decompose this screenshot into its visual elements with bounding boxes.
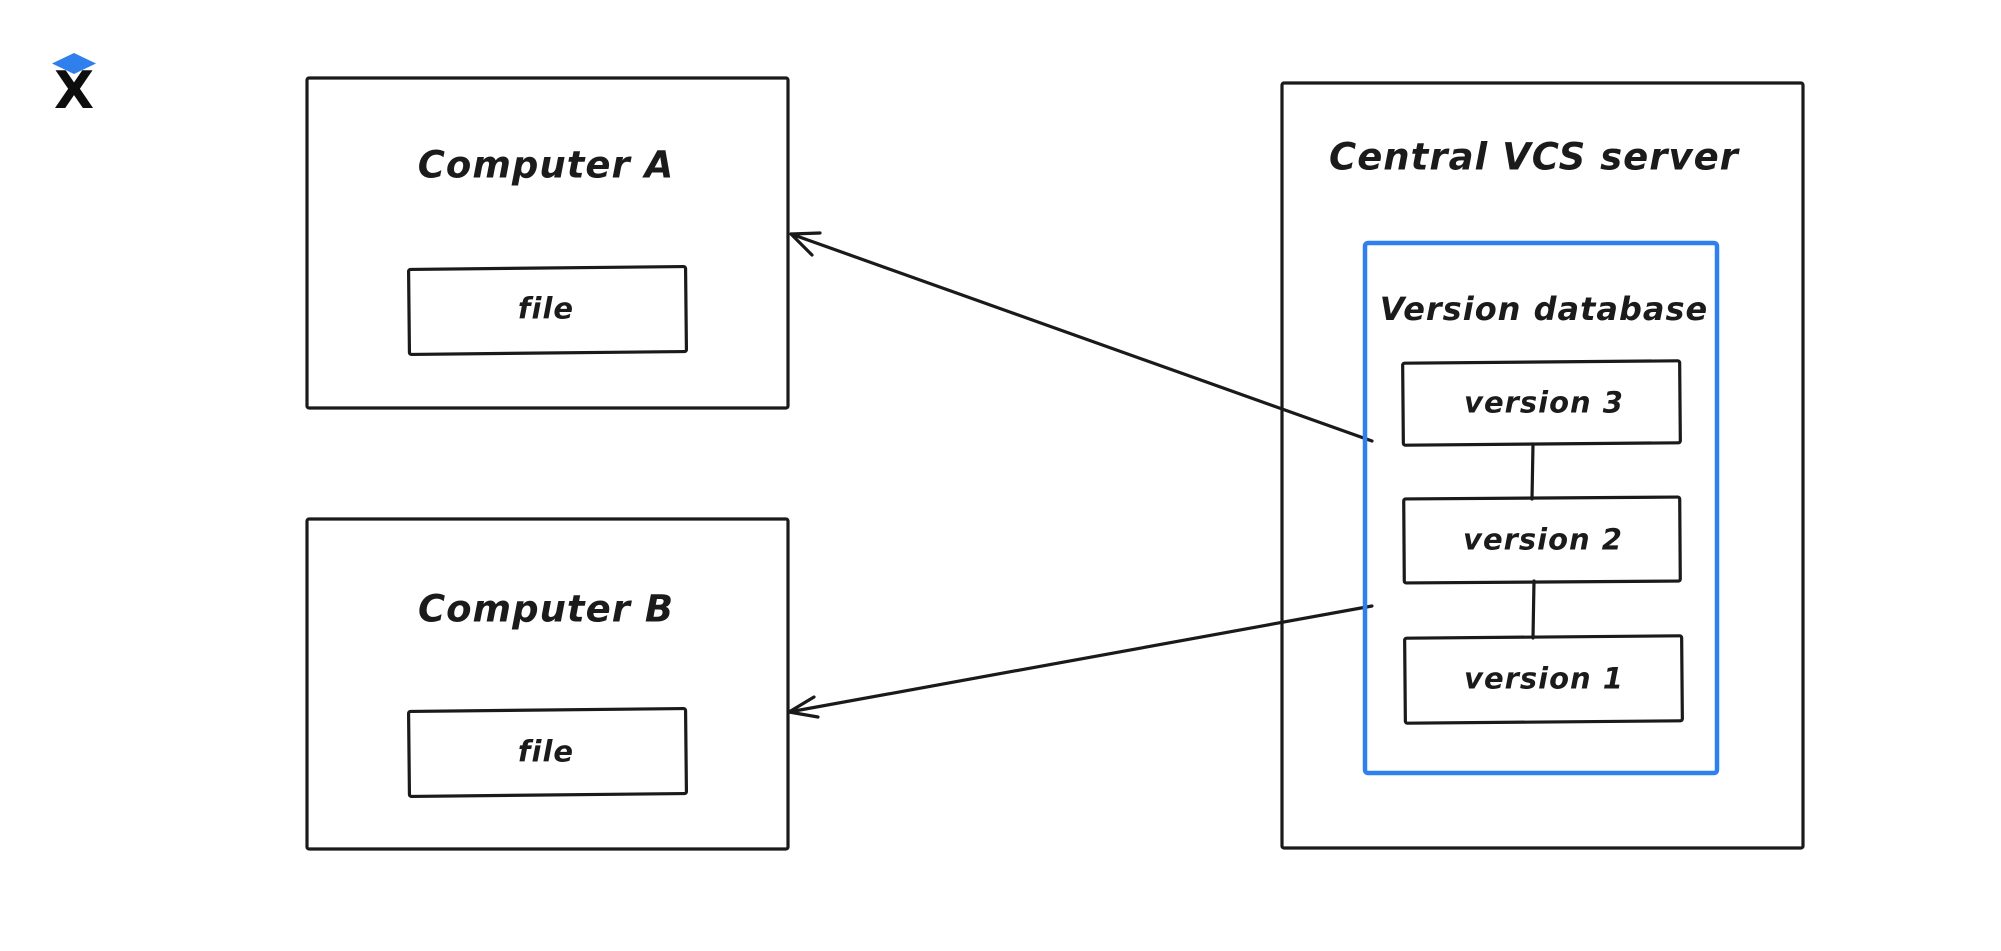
- computer-b-file-label: file: [517, 734, 575, 769]
- version-1-label: version 1: [1464, 661, 1624, 696]
- central-vcs-server-box: [1280, 81, 1805, 850]
- arrow-server-to-computer-b: [787, 604, 1374, 719]
- computer-b-box: [305, 517, 790, 851]
- logo-x-glyph: X: [53, 61, 95, 121]
- central-vcs-server-title: Central VCS server: [1329, 135, 1739, 179]
- computer-a-file-box: [406, 264, 689, 357]
- version-3-box: [1401, 359, 1682, 447]
- app-logo: X: [49, 52, 99, 121]
- version-2-box: [1402, 495, 1682, 585]
- version-database-title: Version database: [1379, 290, 1709, 328]
- version-2-label: version 2: [1463, 522, 1623, 557]
- version-3-label: version 3: [1464, 385, 1624, 420]
- computer-b-title: Computer B: [417, 587, 675, 631]
- logo-diamond-icon: [52, 53, 96, 74]
- computer-a-box: [305, 76, 790, 410]
- version-database-box: [1362, 240, 1720, 776]
- computer-a-title: Computer A: [417, 143, 675, 187]
- computer-b-file-box: [406, 706, 689, 799]
- connector-version2-version1: [1531, 579, 1536, 640]
- connector-version3-version2: [1530, 442, 1535, 501]
- arrow-server-to-computer-a: [789, 231, 1374, 443]
- computer-a-file-label: file: [517, 291, 575, 326]
- version-1-box: [1403, 634, 1684, 725]
